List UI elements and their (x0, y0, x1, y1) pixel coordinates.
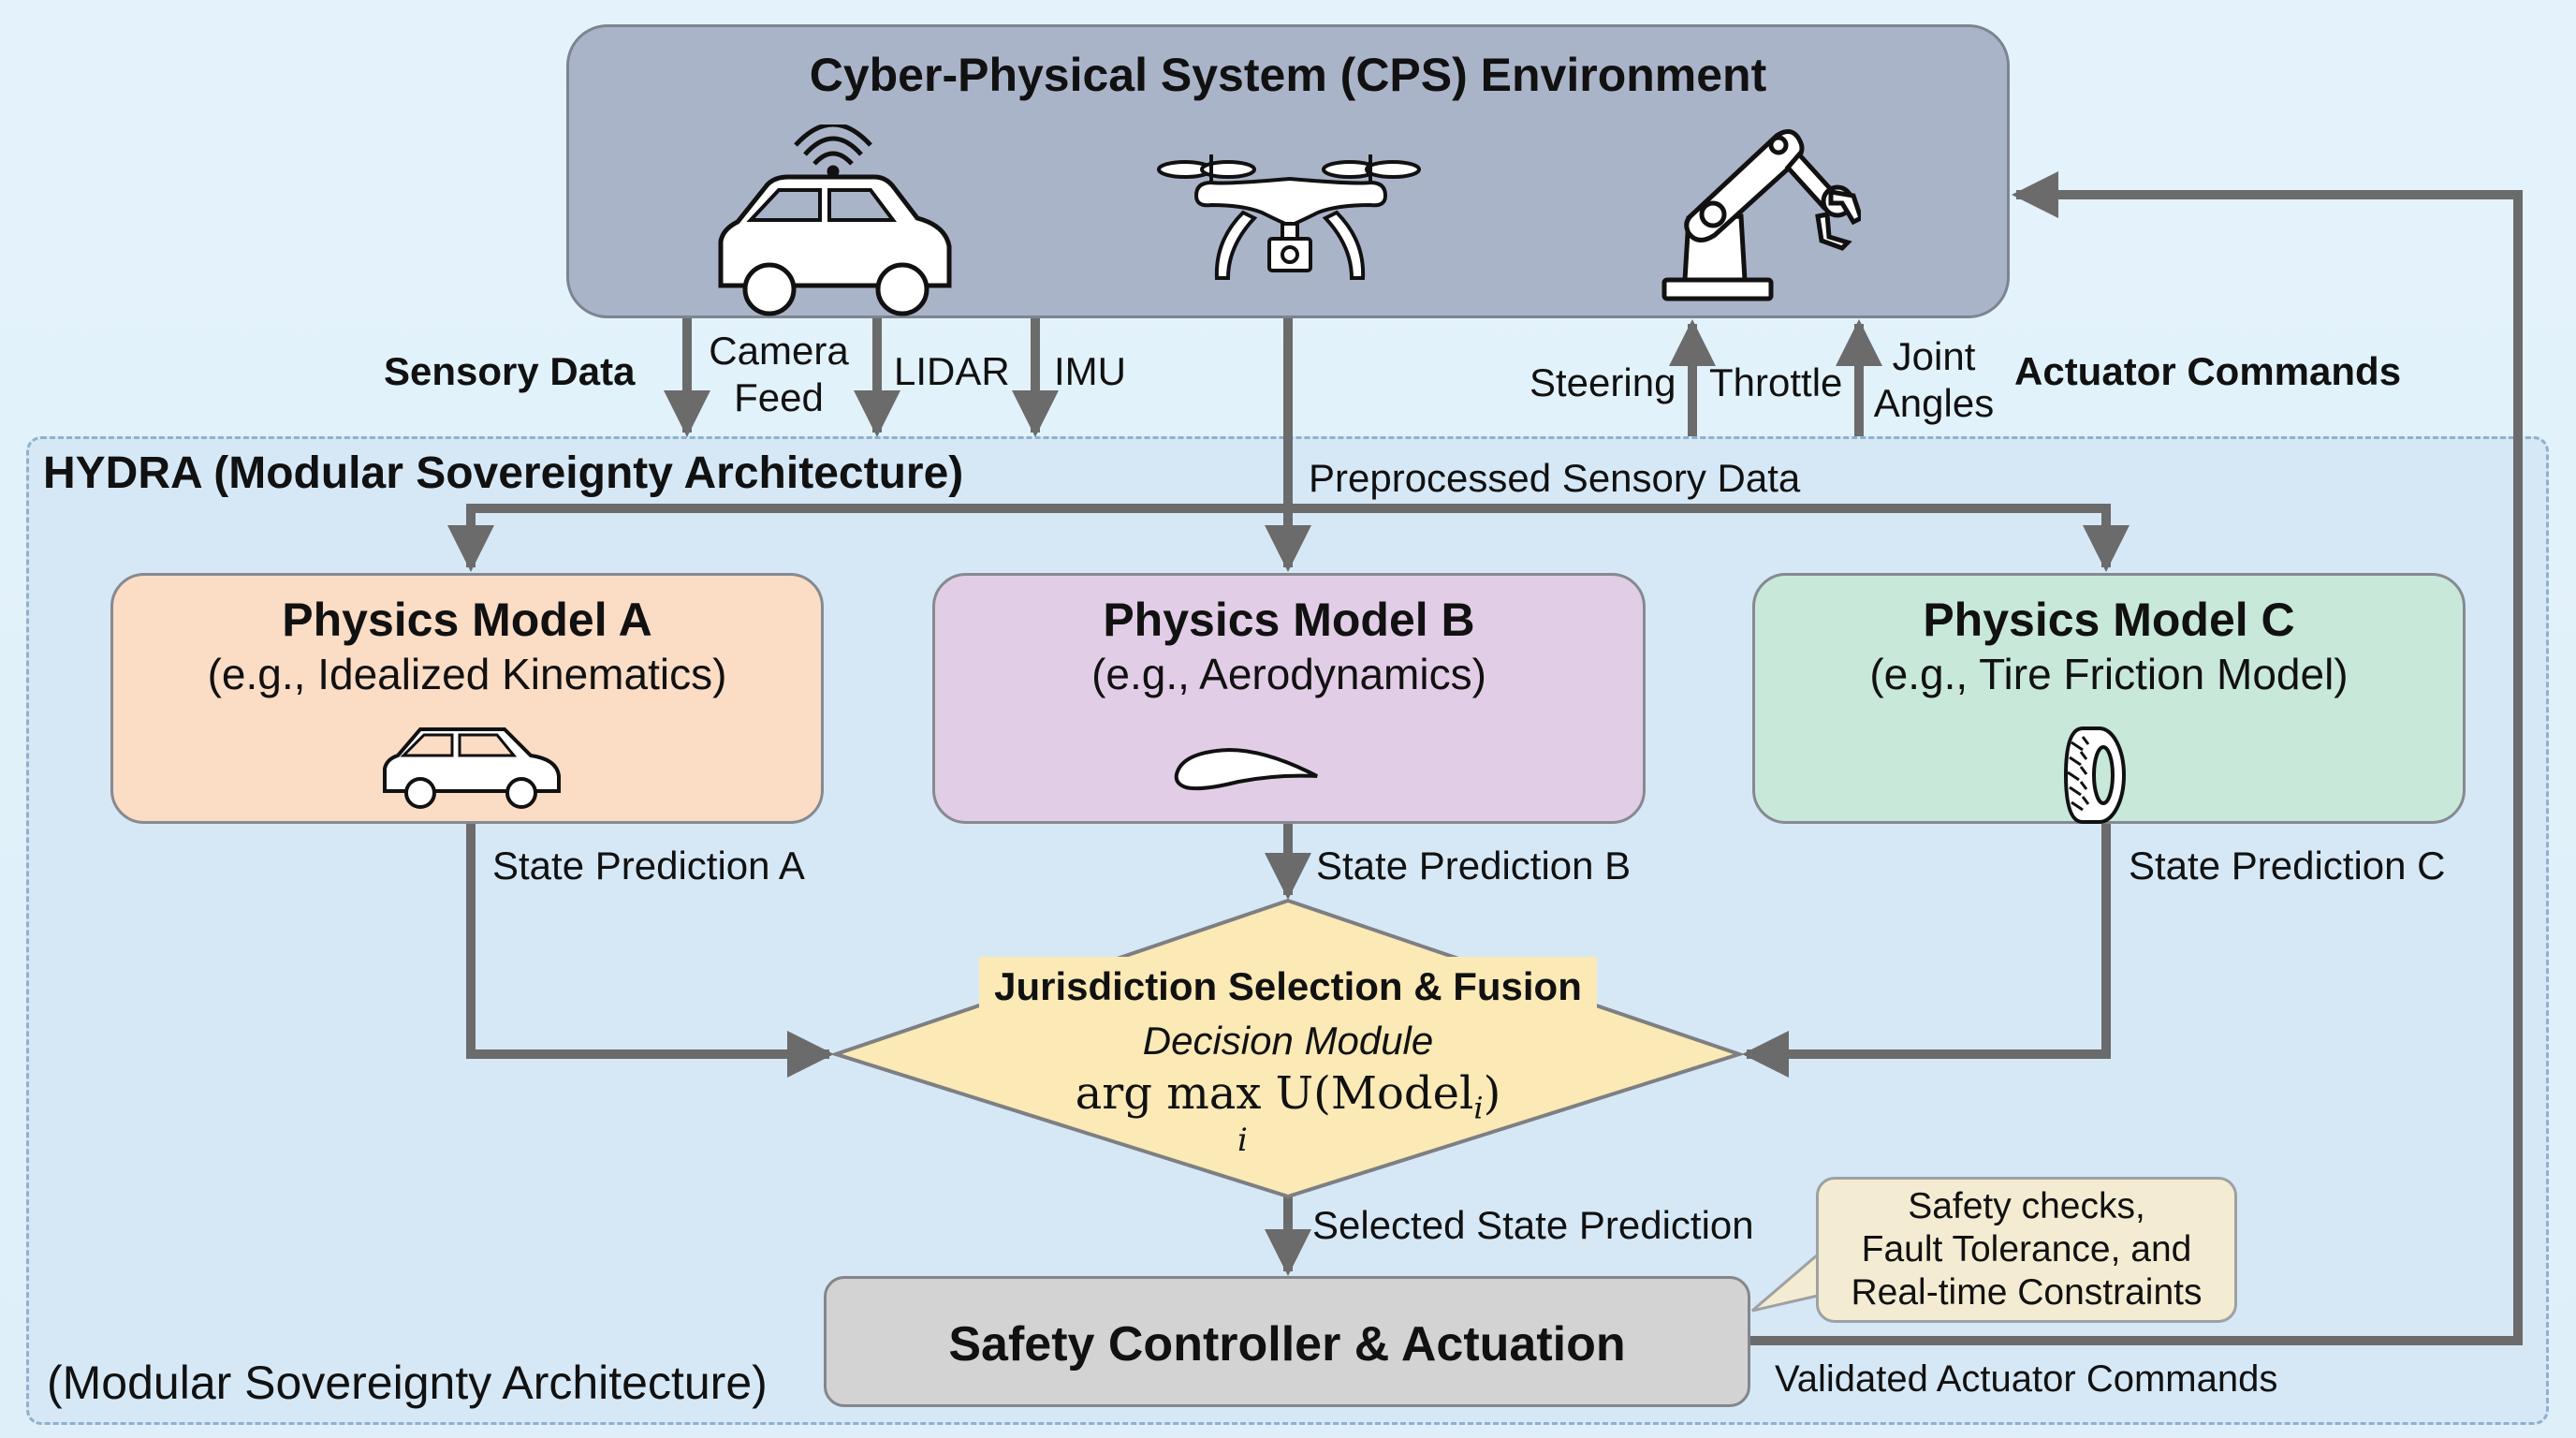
formula-subscript: i (1473, 1090, 1484, 1126)
state-prediction-a-label: State Prediction A (492, 844, 805, 888)
sensory-data-heading: Sensory Data (384, 349, 636, 393)
safety-title: Safety Controller & Actuation (948, 1317, 1626, 1372)
camera-label-line2: Feed (734, 374, 824, 419)
camera-label-line1: Camera (709, 329, 849, 373)
model-c-title: Physics Model C (1923, 594, 2295, 646)
model-b-subtitle: (e.g., Aerodynamics) (1091, 650, 1486, 698)
drone-icon (1157, 154, 1421, 280)
cps-title: Cyber-Physical System (CPS) Environment (809, 49, 1767, 101)
decision-subtitle: Decision Module (1142, 1019, 1434, 1063)
formula-argmax-index: i (1237, 1122, 1248, 1159)
hydra-title: HYDRA (Modular Sovereignty Architecture) (43, 448, 964, 498)
formula-main: arg max U(Model (1075, 1067, 1474, 1120)
formula-close: ) (1483, 1067, 1501, 1120)
state-prediction-b-label: State Prediction B (1316, 844, 1632, 888)
model-a-subtitle: (e.g., Idealized Kinematics) (207, 650, 727, 698)
camera-feed-label: Camera Feed (704, 328, 854, 420)
callout-line1: Safety checks, (1908, 1186, 2145, 1226)
model-a-title: Physics Model A (282, 594, 652, 646)
decision-module-text: Jurisdiction Selection & Fusion Decision… (955, 957, 1621, 1159)
validated-commands-label: Validated Actuator Commands (1775, 1358, 2278, 1400)
decision-title: Jurisdiction Selection & Fusion (979, 957, 1597, 1013)
callout-line3: Real-time Constraints (1851, 1272, 2203, 1313)
hydra-footer-label: (Modular Sovereignty Architecture) (47, 1357, 768, 1409)
joint-angles-label: Joint Angles (1868, 333, 1999, 426)
model-c-subtitle: (e.g., Tire Friction Model) (1869, 650, 2349, 698)
actuator-commands-heading: Actuator Commands (2014, 349, 2402, 393)
tire-icon (2063, 726, 2126, 824)
lidar-label: LIDAR (894, 349, 1010, 393)
model-b-title: Physics Model B (1103, 594, 1475, 646)
selected-state-label: Selected State Prediction (1312, 1203, 1754, 1247)
physics-model-c: Physics Model C (e.g., Tire Friction Mod… (1752, 573, 2466, 824)
preprocessed-sensory-label: Preprocessed Sensory Data (1309, 456, 1801, 500)
connected-car-icon (718, 125, 952, 316)
robot-arm-icon (1661, 129, 1861, 301)
airfoil-icon (1174, 747, 1318, 791)
steering-label: Steering (1530, 360, 1676, 404)
callout-line2: Fault Tolerance, and (1861, 1229, 2192, 1270)
decision-formula: arg max U(Modeli) i (955, 1067, 1621, 1159)
safety-controller-box: Safety Controller & Actuation (824, 1276, 1750, 1407)
imu-label: IMU (1054, 349, 1126, 393)
joint-label-line1: Joint (1892, 334, 1976, 378)
physics-model-a: Physics Model A (e.g., Idealized Kinemat… (110, 573, 824, 824)
car-icon (383, 727, 561, 809)
throttle-label: Throttle (1709, 360, 1843, 404)
joint-label-line2: Angles (1873, 380, 1995, 425)
physics-model-b: Physics Model B (e.g., Aerodynamics) (932, 573, 1646, 824)
state-prediction-c-label: State Prediction C (2129, 844, 2446, 888)
safety-callout: Safety checks, Fault Tolerance, and Real… (1816, 1177, 2237, 1323)
cps-environment-box: Cyber-Physical System (CPS) Environment (566, 24, 2010, 318)
